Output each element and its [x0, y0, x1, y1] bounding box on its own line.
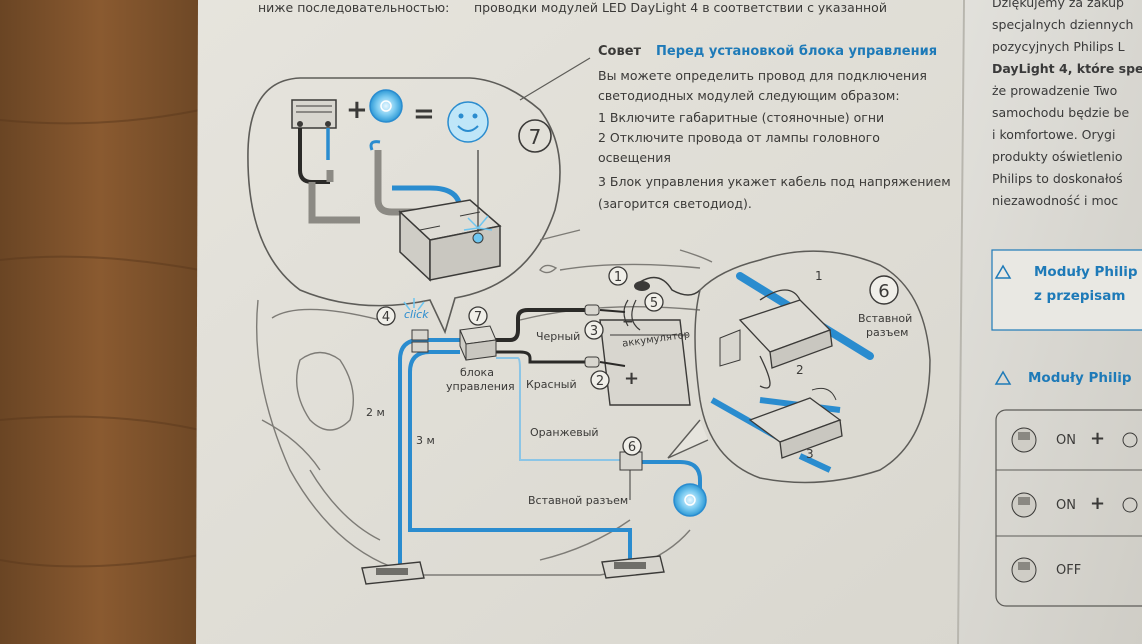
pl-line-9: Philips to doskonałoś	[992, 171, 1123, 186]
callout-7-inset-label: 7	[529, 125, 542, 149]
pl-line-1: Dziękujemy za zakup	[992, 0, 1124, 10]
svg-text:5: 5	[650, 296, 658, 311]
label-black: Черный	[536, 330, 581, 343]
tip-line-3: 1 Включите габаритные (стояночные) огни	[598, 110, 885, 125]
led-sparkle-icon	[463, 215, 493, 231]
label-control-unit-2: управления	[446, 380, 515, 393]
svg-text:1: 1	[614, 270, 622, 285]
pl-line-6: samochodu będzie be	[992, 105, 1130, 120]
plus-terminal: +	[624, 368, 639, 389]
sun-icon	[1122, 432, 1138, 513]
warning-1-line-1: Moduły Philip	[1034, 264, 1138, 280]
pl-line-8: produkty oświetlenio	[992, 149, 1123, 164]
row-plus-1: +	[1090, 428, 1106, 449]
callout-5: 5	[644, 292, 664, 312]
minus-terminal: −	[622, 314, 634, 330]
detail-step-2: 2	[796, 363, 804, 377]
tip-line-7: (загорится светодиод).	[598, 196, 752, 211]
tip-title: Перед установкой блока управления	[656, 44, 938, 59]
pl-line-3: pozycyjnych Philips L	[992, 39, 1125, 54]
headlight-bulb-icon	[673, 483, 707, 517]
warning-1-line-2: z przepisam	[1034, 288, 1126, 304]
svg-text:4: 4	[382, 310, 390, 325]
pl-line-7: i komfortowe. Orygi	[992, 127, 1116, 142]
led-module-left	[361, 561, 425, 585]
label-plug-connector: Вставной разъем	[528, 494, 629, 507]
plus-sign: +	[346, 95, 368, 125]
label-2m: 2 м	[366, 406, 385, 419]
callout-1: 1	[608, 266, 628, 286]
callout-6-main: 6	[622, 436, 642, 456]
callout-7-main: 7	[468, 306, 488, 326]
svg-text:3: 3	[590, 324, 598, 339]
left-page	[196, 0, 975, 644]
warning-icon-2	[994, 370, 1012, 385]
click-label: click	[404, 308, 429, 321]
connector-clamps	[411, 304, 600, 368]
smiley-icon	[447, 101, 489, 143]
callout-4: 4	[376, 306, 396, 326]
svg-text:6: 6	[878, 281, 889, 302]
callout-6-detail: 6	[869, 275, 899, 305]
inset-bubble	[247, 77, 561, 335]
light-switch-icon	[1011, 427, 1037, 583]
tip-prefix: Совет	[598, 44, 642, 59]
row-on-1: ON	[1056, 433, 1076, 448]
pl-line-5: że prowadzenie Two	[992, 83, 1118, 98]
control-unit	[459, 325, 497, 361]
label-3m: 3 м	[416, 434, 435, 447]
detail-step-1: 1	[815, 269, 823, 283]
label-plug-connector-r1: Вставной	[858, 312, 913, 325]
pl-line-10: niezawodność i moc	[992, 193, 1119, 208]
callout-7-inset	[518, 119, 552, 153]
detail-bubble	[694, 250, 931, 484]
tip-line-4: 2 Отключите провода от лампы головного	[598, 130, 880, 145]
row-plus-2: +	[1090, 493, 1106, 514]
svg-text:2: 2	[596, 374, 604, 389]
svg-text:6: 6	[628, 440, 636, 455]
label-red: Красный	[526, 378, 577, 391]
equals-sign: =	[413, 99, 435, 129]
wooden-table	[0, 0, 200, 644]
row-off: OFF	[1056, 563, 1082, 578]
inset-control-box	[398, 150, 502, 282]
warning-2: Moduły Philip	[1028, 370, 1132, 386]
mode-table	[995, 409, 1142, 607]
led-bulb-icon	[369, 89, 403, 123]
detail-step-3: 3	[806, 447, 814, 461]
row-on-2: ON	[1056, 498, 1076, 513]
label-orange: Оранжевый	[530, 426, 599, 439]
led-module-right	[601, 555, 665, 579]
tip-line-6: 3 Блок управления укажет кабель под напр…	[598, 174, 951, 189]
detail-connector-open	[719, 289, 833, 389]
label-control-unit-1: блока	[460, 366, 494, 379]
tip-line-1: Вы можете определить провод для подключе…	[598, 68, 927, 83]
pl-line-4: DayLight 4, które spe	[992, 61, 1142, 76]
svg-text:7: 7	[474, 310, 482, 325]
top-left-text: ниже последовательностью:	[258, 0, 450, 15]
top-mid-text: проводки модулей LED DayLight 4 в соотве…	[474, 0, 887, 15]
warning-box-1	[991, 249, 1142, 331]
tip-line-2: светодиодных модулей следующим образом:	[598, 88, 900, 103]
pl-line-2: specjalnych dziennych	[992, 17, 1134, 32]
detail-connector-closed	[748, 387, 843, 459]
callout-2: 2	[590, 370, 610, 390]
click-sparkle-icon	[403, 298, 425, 311]
callout-3: 3	[584, 320, 604, 340]
tip-line-5: освещения	[598, 150, 671, 165]
label-plug-connector-r2: разъем	[866, 326, 909, 339]
